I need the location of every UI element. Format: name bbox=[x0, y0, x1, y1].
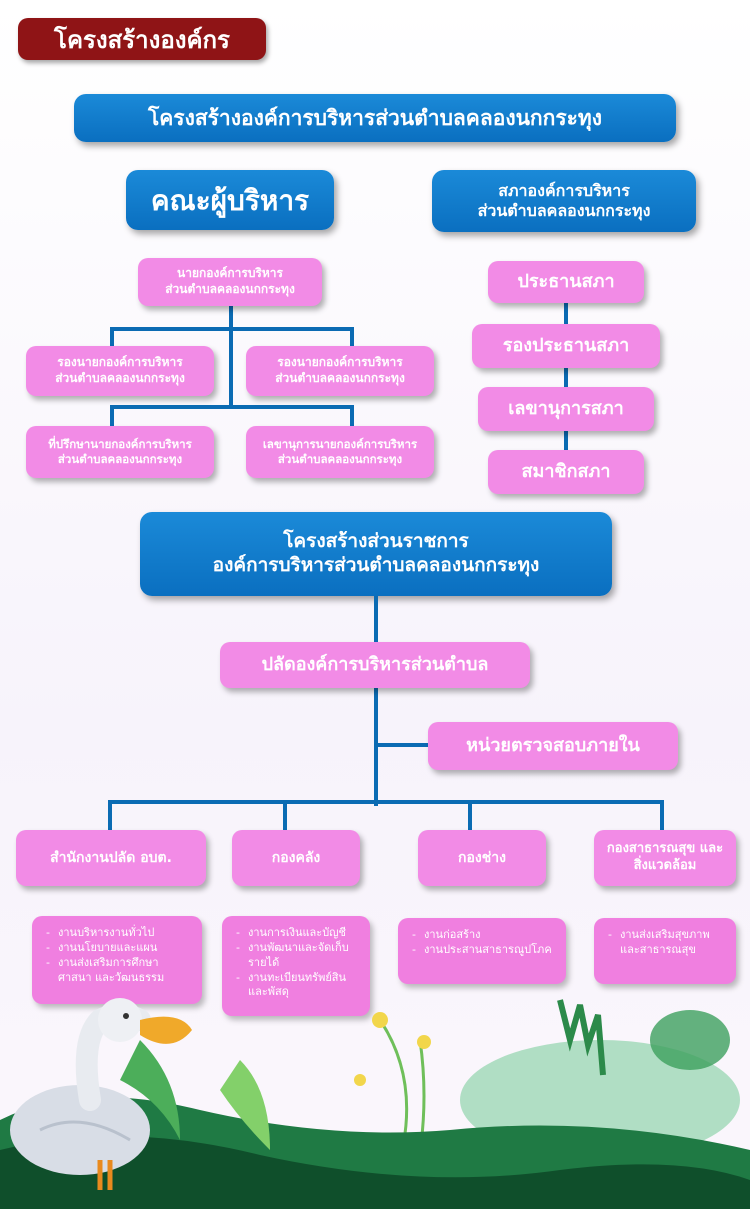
task-item: งานทะเบียนทรัพย์สินและพัสดุ bbox=[236, 971, 360, 1001]
division-office: สำนักงานปลัด อบต. bbox=[16, 830, 206, 886]
header-tab: โครงสร้างองค์กร bbox=[18, 18, 266, 60]
connector-line bbox=[468, 800, 472, 830]
mayor-box: นายกองค์การบริหาร ส่วนตำบลคลองนกกระทุง bbox=[138, 258, 322, 306]
deputy-right-line2: ส่วนตำบลคลองนกกระทุง bbox=[275, 371, 405, 385]
deputy-left-box: รองนายกองค์การบริหาร ส่วนตำบลคลองนกกระทุ… bbox=[26, 346, 214, 396]
task-item: งานประสานสาธารณูปโภค bbox=[412, 943, 556, 958]
main-title: โครงสร้างองค์การบริหารส่วนตำบลคลองนกกระท… bbox=[74, 94, 676, 142]
council-title: สภาองค์การบริหาร ส่วนตำบลคลองนกกระทุง bbox=[432, 170, 696, 232]
council-member: สมาชิกสภา bbox=[488, 450, 644, 494]
secretary-line1: เลขานุการนายกองค์การบริหาร bbox=[262, 437, 418, 452]
admin-title-line1: โครงสร้างส่วนราชการ bbox=[283, 530, 469, 553]
secretary-line2: ส่วนตำบลคลองนกกระทุง bbox=[277, 452, 403, 466]
connector-line bbox=[110, 405, 354, 409]
office-tasks: งานบริหารงานทั่วไป งานนโยบายและแผน งานส่… bbox=[32, 916, 202, 1004]
connector-line bbox=[229, 305, 233, 405]
admin-title: โครงสร้างส่วนราชการ องค์การบริหารส่วนตำบ… bbox=[140, 512, 612, 596]
connector-line bbox=[110, 327, 114, 349]
council-member-president: ประธานสภา bbox=[488, 261, 644, 303]
connector-line bbox=[350, 405, 354, 427]
deputy-left-line1: รองนายกองค์การบริหาร bbox=[57, 355, 183, 370]
connector-line bbox=[110, 327, 354, 331]
task-item: งานการเงินและบัญชี bbox=[236, 926, 360, 941]
head-box: ปลัดองค์การบริหารส่วนตำบล bbox=[220, 642, 530, 688]
task-item: งานบริหารงานทั่วไป bbox=[46, 926, 192, 941]
task-item: งานส่งเสริมสุขภาพและสาธารณสุข bbox=[608, 928, 726, 958]
task-item: งานพัฒนาและจัดเก็บรายได้ bbox=[236, 941, 360, 971]
landscape-illustration bbox=[0, 998, 750, 1209]
task-item: งานก่อสร้าง bbox=[412, 928, 556, 943]
deputy-right-line1: รองนายกองค์การบริหาร bbox=[277, 355, 403, 370]
task-item: งานนโยบายและแผน bbox=[46, 941, 192, 956]
engineering-tasks: งานก่อสร้าง งานประสานสาธารณูปโภค bbox=[398, 918, 566, 984]
connector-line bbox=[376, 743, 432, 747]
connector-line bbox=[108, 800, 112, 830]
connector-line bbox=[283, 800, 287, 830]
division-health: กองสาธารณสุข และสิ่งแวดล้อม bbox=[594, 830, 736, 886]
connector-line bbox=[108, 800, 664, 804]
connector-line bbox=[660, 800, 664, 830]
advisor-box: ที่ปรึกษานายกองค์การบริหาร ส่วนตำบลคลองน… bbox=[26, 426, 214, 478]
mayor-line2: ส่วนตำบลคลองนกกระทุง bbox=[165, 282, 295, 296]
task-item: งานส่งเสริมการศึกษา ศาสนา และวัฒนธรรม bbox=[46, 956, 192, 986]
connector-line bbox=[374, 596, 378, 806]
connector-line bbox=[350, 327, 354, 349]
council-title-line2: ส่วนตำบลคลองนกกระทุง bbox=[477, 201, 651, 220]
advisor-line2: ส่วนตำบลคลองนกกระทุง bbox=[57, 452, 183, 466]
deputy-right-box: รองนายกองค์การบริหาร ส่วนตำบลคลองนกกระทุ… bbox=[246, 346, 434, 396]
division-engineering: กองช่าง bbox=[418, 830, 546, 886]
health-tasks: งานส่งเสริมสุขภาพและสาธารณสุข bbox=[594, 918, 736, 984]
division-finance: กองคลัง bbox=[232, 830, 360, 886]
connector-line bbox=[564, 300, 568, 470]
advisor-line1: ที่ปรึกษานายกองค์การบริหาร bbox=[48, 437, 192, 452]
mayor-line1: นายกองค์การบริหาร bbox=[177, 266, 283, 281]
audit-box: หน่วยตรวจสอบภายใน bbox=[428, 722, 678, 770]
connector-line bbox=[110, 405, 114, 427]
council-member-vice-president: รองประธานสภา bbox=[472, 324, 660, 368]
finance-tasks: งานการเงินและบัญชี งานพัฒนาและจัดเก็บราย… bbox=[222, 916, 370, 1016]
executive-title: คณะผู้บริหาร bbox=[126, 170, 334, 230]
council-member-secretary: เลขานุการสภา bbox=[478, 387, 654, 431]
council-title-line1: สภาองค์การบริหาร bbox=[498, 181, 630, 200]
secretary-box: เลขานุการนายกองค์การบริหาร ส่วนตำบลคลองน… bbox=[246, 426, 434, 478]
admin-title-line2: องค์การบริหารส่วนตำบลคลองนกกระทุง bbox=[212, 554, 540, 576]
deputy-left-line2: ส่วนตำบลคลองนกกระทุง bbox=[55, 371, 185, 385]
